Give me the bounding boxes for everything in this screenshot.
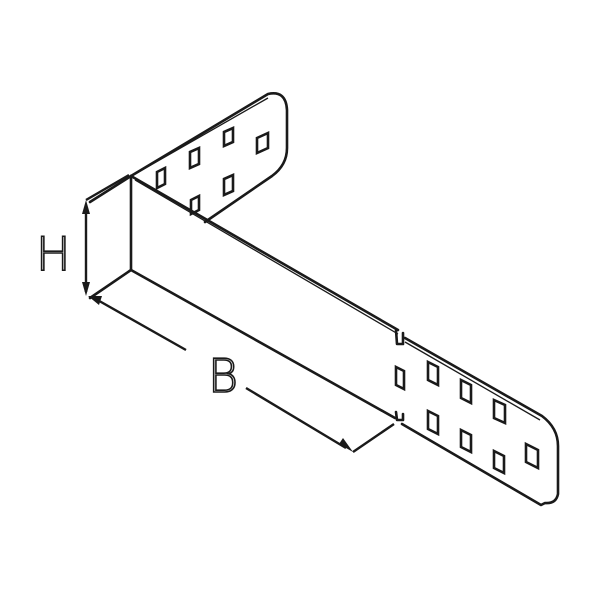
upper-flange-holes [155, 125, 270, 217]
upper-flange [129, 92, 289, 224]
width-dimension: B [88, 296, 395, 453]
arrow-left-icon [88, 296, 102, 305]
width-label: B [208, 349, 238, 403]
bracket-base [88, 174, 133, 300]
height-label: H [36, 227, 71, 281]
lower-flange-holes [394, 359, 540, 476]
arrow-up-icon [82, 200, 90, 214]
bracket-web [129, 174, 405, 422]
arrow-right-icon [339, 438, 353, 452]
arrow-down-icon [82, 282, 90, 296]
height-dimension: H [35, 173, 130, 296]
lower-flange [394, 336, 560, 507]
